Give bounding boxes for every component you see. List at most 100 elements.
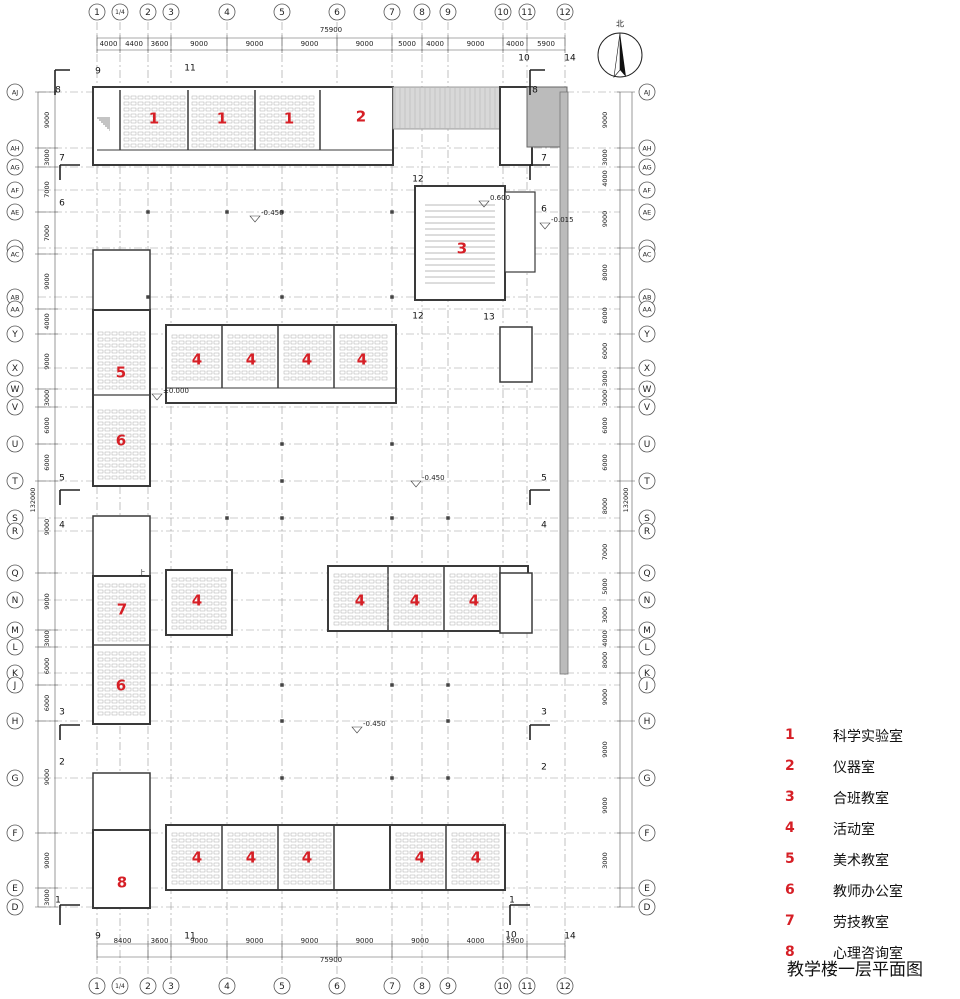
desk: [118, 469, 125, 474]
desk: [226, 95, 233, 100]
desk: [199, 370, 206, 375]
west-service-block-3: [92, 772, 151, 831]
desk: [381, 346, 388, 351]
desk: [382, 591, 389, 596]
desk: [241, 838, 248, 843]
grid-bubble: [328, 3, 346, 21]
desk: [192, 862, 199, 867]
legend-label: 教师办公室: [833, 884, 903, 900]
desk: [241, 850, 248, 855]
desk: [178, 613, 185, 618]
desk: [151, 137, 158, 142]
desk: [234, 850, 241, 855]
desk: [456, 573, 463, 578]
grid-bubble: [638, 898, 656, 916]
desk: [206, 577, 213, 582]
desk: [423, 868, 430, 873]
desk: [423, 844, 430, 849]
desk: [171, 880, 178, 885]
desk: [185, 880, 192, 885]
desk: [139, 475, 146, 480]
desk: [354, 615, 361, 620]
desk: [125, 349, 132, 354]
desk: [125, 669, 132, 674]
desk: [139, 669, 146, 674]
desk: [139, 343, 146, 348]
desk: [287, 101, 294, 106]
desk: [118, 663, 125, 668]
desk: [381, 370, 388, 375]
desk: [125, 379, 132, 384]
desk: [192, 844, 199, 849]
desk: [269, 862, 276, 867]
desk: [247, 113, 254, 118]
desk: [247, 95, 254, 100]
desk: [205, 137, 212, 142]
desk: [185, 832, 192, 837]
desk: [205, 125, 212, 130]
grid-bubble-label: V: [12, 403, 19, 413]
desk: [219, 143, 226, 148]
grid-bubble: [638, 712, 656, 730]
desk: [219, 101, 226, 106]
desk: [219, 119, 226, 124]
level-marker: [249, 215, 261, 223]
desk: [178, 370, 185, 375]
desk: [132, 451, 139, 456]
desk: [340, 621, 347, 626]
grid-bubble-label: AG: [642, 164, 651, 172]
desk: [111, 415, 118, 420]
desk: [198, 131, 205, 136]
desk: [414, 621, 421, 626]
grid-bubble: [6, 676, 24, 694]
desk: [280, 131, 287, 136]
desk: [360, 334, 367, 339]
desk: [311, 880, 318, 885]
desk: [470, 573, 477, 578]
desk: [304, 340, 311, 345]
desk: [137, 125, 144, 130]
desk: [199, 340, 206, 345]
desk: [233, 95, 240, 100]
desk: [125, 361, 132, 366]
desk: [407, 615, 414, 620]
desk: [287, 137, 294, 142]
desk: [192, 880, 199, 885]
desk: [151, 113, 158, 118]
dimension-text: 7000: [43, 181, 51, 198]
desk: [301, 113, 308, 118]
desk: [368, 591, 375, 596]
structural-column: [390, 210, 394, 214]
desk: [178, 868, 185, 873]
desk: [178, 838, 185, 843]
desk: [227, 364, 234, 369]
grid-bubble: [111, 977, 129, 995]
desk: [199, 613, 206, 618]
desk: [262, 364, 269, 369]
desk: [172, 101, 179, 106]
desk: [213, 583, 220, 588]
dimension-text: 8400: [114, 937, 132, 945]
desk: [97, 711, 104, 716]
desk: [241, 346, 248, 351]
desk: [287, 113, 294, 118]
desk: [151, 143, 158, 148]
desk: [132, 601, 139, 606]
grid-bubble: [494, 3, 512, 21]
grid-bubble-label: U: [644, 440, 651, 450]
desk: [191, 113, 198, 118]
dimension-text: 132000: [622, 488, 630, 513]
desk: [269, 844, 276, 849]
desk: [248, 868, 255, 873]
grid-bubble-label: 1: [94, 982, 100, 992]
desk: [354, 609, 361, 614]
desk: [423, 880, 430, 885]
desk: [139, 619, 146, 624]
desk: [318, 838, 325, 843]
desk: [297, 364, 304, 369]
dimension-text: 6000: [601, 454, 609, 471]
desk: [304, 880, 311, 885]
desk: [158, 107, 165, 112]
desk: [374, 376, 381, 381]
desk: [375, 597, 382, 602]
